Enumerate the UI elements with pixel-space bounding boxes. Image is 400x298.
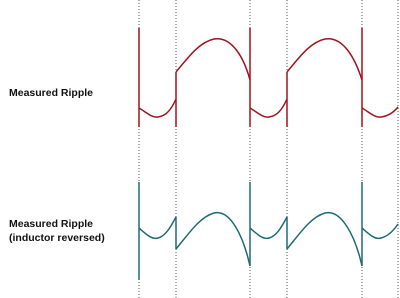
label-line-2: (inductor reversed)	[9, 232, 105, 244]
label-measured-ripple: Measured Ripple	[9, 87, 94, 99]
label-line-1: Measured Ripple	[9, 218, 94, 230]
inductor-reversed-trace	[138, 182, 399, 280]
measured-ripple-trace	[138, 28, 399, 127]
label-measured-ripple-inductor-reversed: Measured Ripple (inductor reversed)	[9, 217, 105, 245]
